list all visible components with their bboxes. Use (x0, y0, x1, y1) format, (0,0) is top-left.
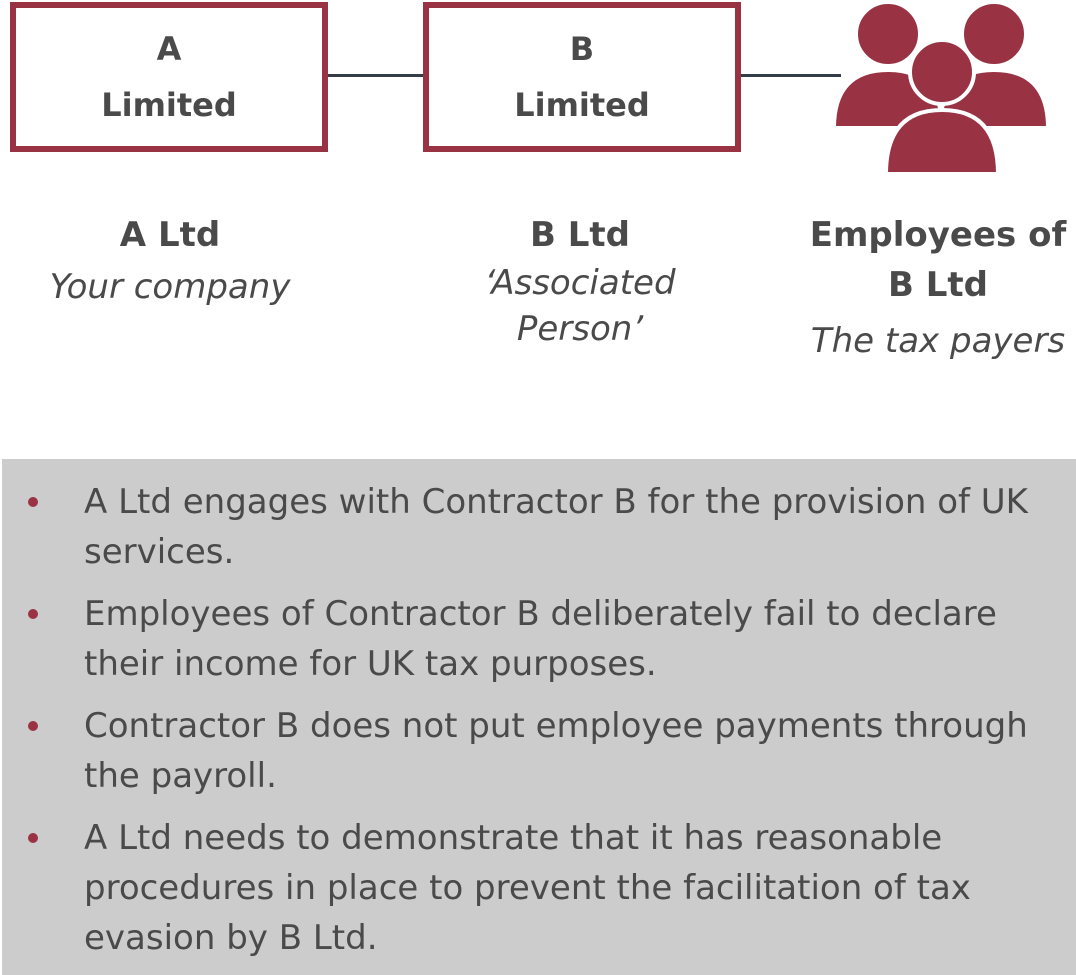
explanation-panel: A Ltd engages with Contractor B for the … (2, 459, 1076, 975)
connector-a-b (328, 74, 423, 77)
box-a-line1: A (156, 30, 182, 68)
box-a-line2: Limited (101, 86, 237, 124)
bullet-dot-icon (28, 833, 38, 843)
bullet-text: A Ltd needs to demonstrate that it has r… (84, 818, 971, 958)
bullet-text: Employees of Contractor B deliberately f… (84, 594, 997, 684)
bullet-dot-icon (28, 609, 38, 619)
box-b-line1: B (569, 30, 595, 68)
label-a-ltd: A Ltd Your company (20, 210, 320, 310)
bullet-text: Contractor B does not put employee payme… (84, 706, 1028, 796)
label-b-ltd: B Ltd ‘Associated Person’ (430, 210, 730, 352)
label-a-title: A Ltd (119, 215, 221, 255)
box-b-line2: Limited (514, 86, 650, 124)
bullet-item: A Ltd needs to demonstrate that it has r… (28, 813, 1036, 963)
label-employees-title: Employees of B Ltd (809, 215, 1067, 305)
label-b-subtitle: ‘Associated Person’ (484, 263, 676, 349)
label-employees-subtitle: The tax payers (810, 321, 1066, 361)
label-b-title: B Ltd (529, 215, 630, 255)
label-a-subtitle: Your company (49, 267, 291, 307)
people-group-icon (832, 0, 1050, 176)
entity-box-a: A Limited (10, 2, 328, 152)
bullet-item: Contractor B does not put employee payme… (28, 701, 1036, 801)
bullet-item: Employees of Contractor B deliberately f… (28, 589, 1036, 689)
bullet-text: A Ltd engages with Contractor B for the … (84, 482, 1028, 572)
bullet-dot-icon (28, 497, 38, 507)
bullet-dot-icon (28, 721, 38, 731)
entity-box-b: B Limited (423, 2, 741, 152)
label-employees: Employees of B Ltd The tax payers (808, 210, 1068, 364)
connector-b-employees (741, 74, 841, 77)
bullet-list: A Ltd engages with Contractor B for the … (28, 477, 1036, 963)
bullet-item: A Ltd engages with Contractor B for the … (28, 477, 1036, 577)
